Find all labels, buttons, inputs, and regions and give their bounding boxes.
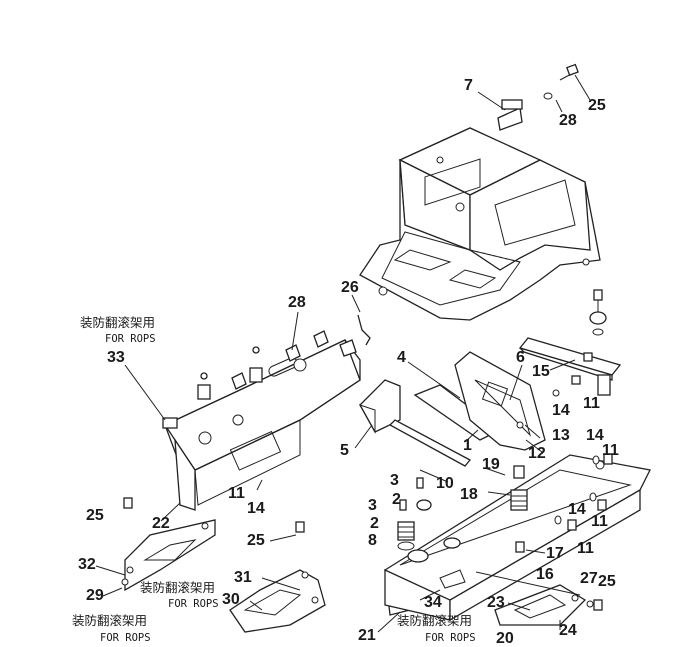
plate-31 (229, 521, 326, 633)
leader-lines (95, 74, 591, 633)
callout-34: 34 (424, 594, 442, 611)
callout-14: 14 (568, 501, 586, 518)
rops-note-cn: 装防翻滚架用 (72, 613, 148, 628)
rops-note-cn: 装防翻滚架用 (140, 580, 216, 595)
rops-note-cn: 装防翻滚架用 (80, 315, 156, 330)
callout-23: 23 (487, 594, 505, 611)
callout-2: 2 (370, 515, 379, 532)
callout-12: 12 (528, 445, 546, 462)
callout-19: 19 (482, 456, 500, 473)
cab-housing (359, 127, 601, 321)
callout-14: 14 (552, 402, 570, 419)
part-7-bracket (497, 99, 523, 131)
part-26-hook (357, 314, 371, 346)
callout-16: 16 (536, 566, 554, 583)
rops-note-en: FOR ROPS (168, 598, 219, 610)
callout-15: 15 (532, 363, 550, 380)
callout-14: 14 (586, 427, 604, 444)
rops-note-cn: 装防翻滚架用 (397, 613, 473, 628)
rops-note-en: FOR ROPS (105, 333, 156, 345)
callout-25: 25 (86, 507, 104, 524)
callout-30: 30 (222, 591, 240, 608)
callout-6: 6 (516, 349, 525, 366)
top-bolt-washer (543, 63, 579, 100)
callout-5: 5 (340, 442, 349, 459)
bracket-plate-22 (121, 497, 216, 592)
callout-11: 11 (228, 485, 245, 502)
callout-25: 25 (247, 532, 265, 549)
callout-10: 10 (436, 475, 454, 492)
callout-33: 33 (107, 349, 125, 366)
callout-31: 31 (234, 569, 252, 586)
right-top-mount (589, 289, 607, 336)
callout-25: 25 (598, 573, 616, 590)
left-platform-33 (162, 330, 361, 511)
dashboard-panel-13 (454, 351, 546, 451)
part-5-bracket (358, 379, 401, 434)
spring-mounts (397, 465, 528, 551)
callout-8: 8 (368, 532, 377, 549)
rops-note-en: FOR ROPS (100, 632, 151, 644)
callout-27: 27 (580, 570, 598, 587)
callout-17: 17 (546, 545, 564, 562)
plate-23 (494, 584, 603, 626)
callout-1: 1 (463, 437, 472, 454)
callout-11: 11 (577, 540, 594, 557)
right-bolts (515, 375, 613, 553)
callout-3: 3 (368, 497, 377, 514)
callout-13: 13 (552, 427, 570, 444)
callout-28: 28 (288, 294, 306, 311)
main-frame-21 (384, 454, 651, 622)
callout-24: 24 (559, 622, 577, 639)
callout-7: 7 (464, 77, 473, 94)
callout-20: 20 (496, 630, 514, 647)
callout-29: 29 (86, 587, 104, 604)
callout-11: 11 (591, 513, 608, 530)
callout-2: 2 (392, 491, 401, 508)
callout-11: 11 (602, 442, 619, 459)
callout-22: 22 (152, 515, 170, 532)
callout-26: 26 (341, 279, 359, 296)
callout-25: 25 (588, 97, 606, 114)
rops-note-en: FOR ROPS (425, 632, 476, 644)
callout-28: 28 (559, 112, 577, 129)
bar-10 (388, 419, 472, 467)
callout-18: 18 (460, 486, 478, 503)
callout-4: 4 (397, 349, 406, 366)
callout-32: 32 (78, 556, 96, 573)
callout-14: 14 (247, 500, 265, 517)
callout-3: 3 (390, 472, 399, 489)
callout-11: 11 (583, 395, 600, 412)
callout-21: 21 (358, 627, 376, 644)
